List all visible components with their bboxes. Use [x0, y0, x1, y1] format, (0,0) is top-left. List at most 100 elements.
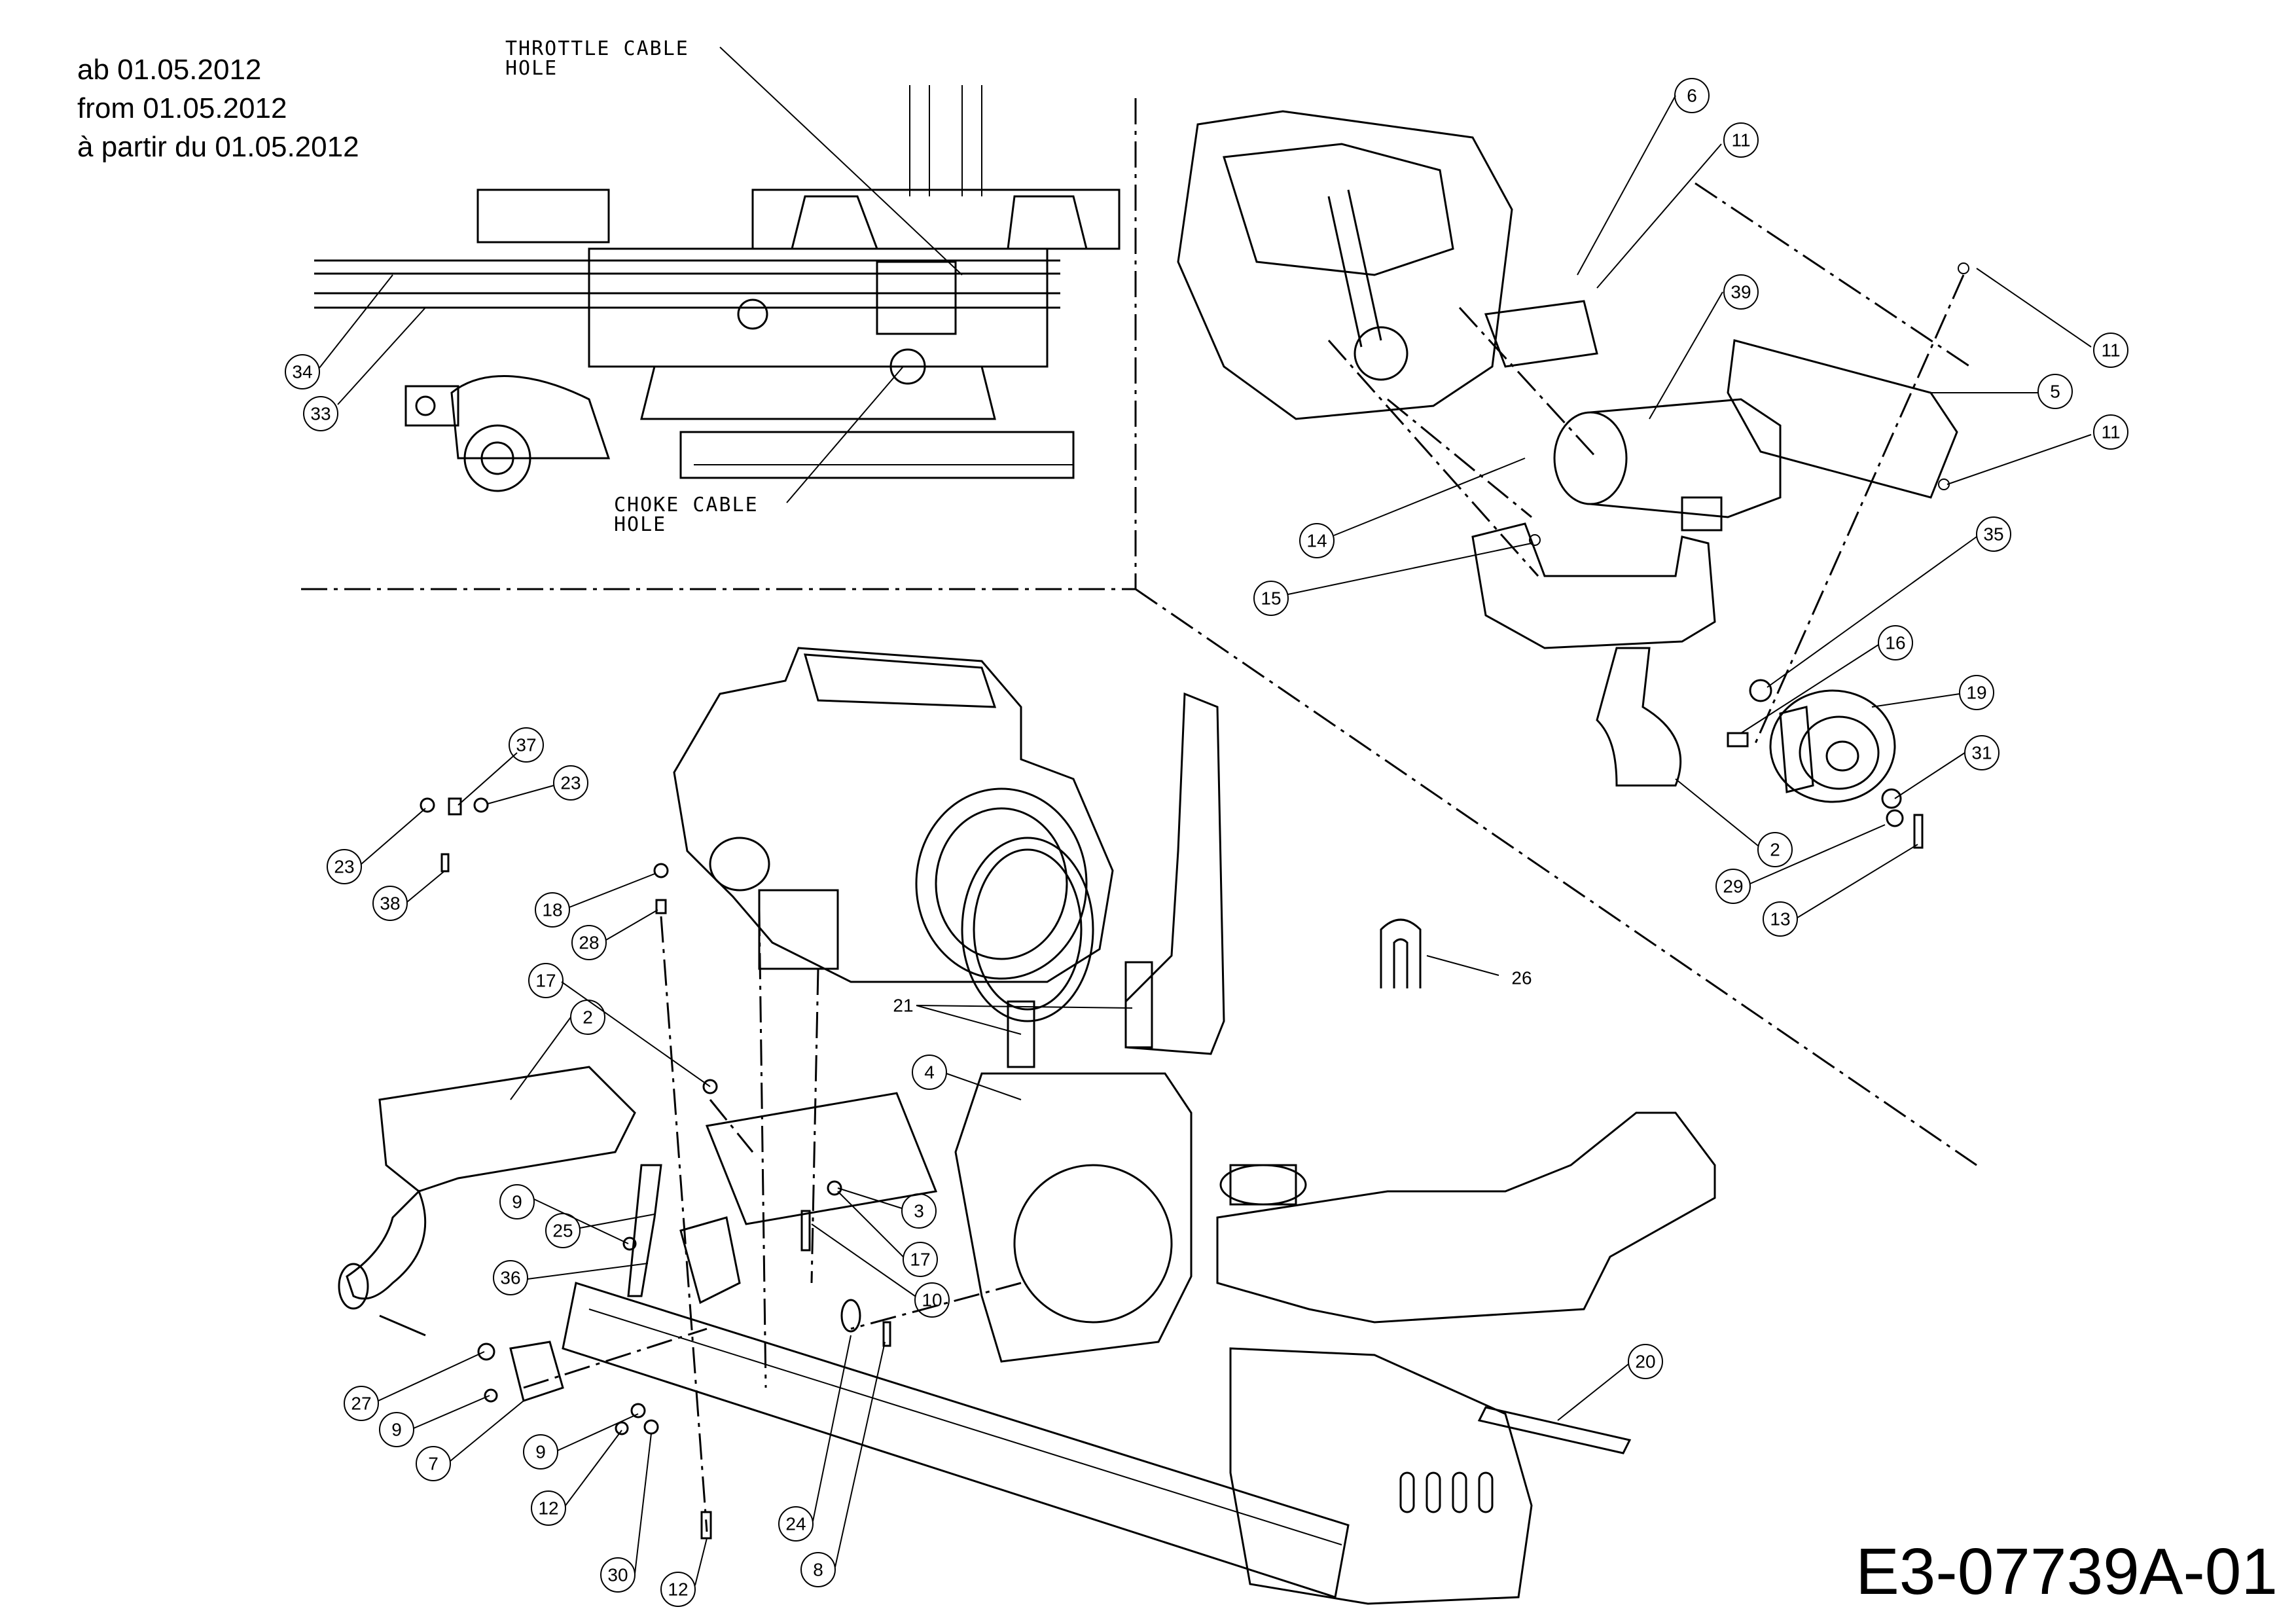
- callout-6-label: 6: [1687, 86, 1697, 106]
- callout-9c: [523, 1434, 558, 1470]
- section-dividers: [301, 98, 1977, 1166]
- callout-11c-label: 11: [2101, 422, 2120, 442]
- callout-39-label: 39: [1731, 282, 1751, 302]
- callout-36: [493, 1260, 528, 1295]
- callout-27-label: 27: [351, 1394, 371, 1414]
- exhaust-pipe-left: [338, 1066, 636, 1337]
- callout-11a-label: 11: [1731, 130, 1750, 151]
- callout-5-label: 5: [2050, 382, 2060, 402]
- engine-plate: [705, 1092, 938, 1225]
- exhaust-pipe-right: [1596, 647, 1682, 787]
- callout-25: [545, 1213, 581, 1248]
- drawing-code: E3-07739A-01: [1856, 1535, 2278, 1608]
- callout-11a: [1723, 122, 1759, 158]
- clip-part-26: [1380, 918, 1422, 988]
- callout-13-label: 13: [1770, 909, 1790, 929]
- callout-23a: [553, 765, 588, 801]
- callout-13: [1763, 901, 1798, 937]
- label-21: 21: [893, 996, 913, 1016]
- callout-35: [1976, 516, 2011, 552]
- callout-24-label: 24: [785, 1514, 806, 1534]
- callout-14-label: 14: [1306, 531, 1327, 551]
- callout-23b-label: 23: [334, 857, 354, 877]
- callout-14: [1299, 523, 1335, 558]
- valid-from-de: ab 01.05.2012: [77, 54, 262, 86]
- callout-2a-label: 2: [1770, 840, 1780, 860]
- assembly-lines-main: [523, 909, 1022, 1532]
- side-frame-plate: [1229, 1347, 1533, 1605]
- callout-19-label: 19: [1966, 683, 1986, 703]
- callout-39: [1723, 274, 1759, 310]
- fuel-tank-strap: [1477, 1406, 1632, 1454]
- callout-5: [2037, 374, 2073, 409]
- muffler: [1553, 398, 1782, 532]
- callout-3-label: 3: [914, 1201, 924, 1221]
- engine-mount-bracket: [1007, 692, 1225, 1068]
- callout-18-label: 18: [542, 900, 562, 920]
- guard-plate: [1484, 300, 1598, 368]
- callout-11c: [2093, 414, 2128, 450]
- callout-38-label: 38: [380, 893, 400, 914]
- callout-7: [416, 1446, 451, 1481]
- callout-29: [1715, 869, 1751, 904]
- frame-rail: [562, 1282, 1350, 1598]
- callout-34: [285, 354, 320, 389]
- choke-cable-hole-note: CHOKE CABLE HOLE: [614, 494, 759, 536]
- shroud-panel: [954, 1072, 1193, 1363]
- callout-8-label: 8: [813, 1560, 823, 1580]
- valid-from-fr: à partir du 01.05.2012: [77, 131, 359, 163]
- callout-9b-label: 9: [391, 1420, 402, 1440]
- callout-11b-label: 11: [2101, 340, 2120, 361]
- callout-6: [1674, 78, 1710, 113]
- callout-9a: [499, 1184, 535, 1219]
- callout-19: [1959, 675, 1994, 710]
- callout-12b-label: 12: [668, 1579, 688, 1600]
- callout-12a: [531, 1490, 566, 1526]
- callout-10: [914, 1282, 950, 1318]
- callout-16-label: 16: [1885, 633, 1905, 653]
- callout-17b-label: 17: [910, 1250, 930, 1270]
- engine-main: [673, 647, 1114, 983]
- callout-7-label: 7: [428, 1454, 439, 1474]
- callout-12a-label: 12: [538, 1498, 558, 1519]
- electric-clutch: [1769, 689, 1896, 803]
- callout-29-label: 29: [1723, 876, 1743, 897]
- belt-ring: [961, 837, 1094, 1022]
- callout-4: [912, 1055, 947, 1090]
- muffler-hardware: [1529, 262, 1969, 849]
- throttle-cable-hole-note: THROTTLE CABLE HOLE: [505, 37, 689, 80]
- callout-36-label: 36: [500, 1268, 520, 1288]
- callout-9b: [379, 1412, 414, 1447]
- callout-18: [535, 892, 570, 928]
- callout-3: [901, 1193, 937, 1229]
- valid-from-en: from 01.05.2012: [77, 92, 287, 124]
- callout-2a: [1757, 832, 1793, 867]
- callout-16: [1878, 625, 1913, 660]
- callout-31: [1964, 735, 2000, 770]
- callout-11b: [2093, 333, 2128, 368]
- callout-20-label: 20: [1635, 1352, 1655, 1372]
- callout-17b: [903, 1242, 938, 1277]
- callout-10-label: 10: [922, 1290, 942, 1310]
- callout-30-label: 30: [607, 1565, 628, 1585]
- assembly-lines-top: [1327, 182, 1971, 747]
- label-26: 26: [1511, 968, 1532, 988]
- small-brackets: [509, 1164, 861, 1402]
- callout-15-label: 15: [1261, 588, 1281, 609]
- callouts: 34 33 6 11 39 11 5 11 14 15 35 16: [285, 46, 2128, 1607]
- callout-38: [372, 886, 408, 921]
- engine-top-view: [1177, 110, 1513, 420]
- fuel-tank: [1216, 1111, 1716, 1324]
- callout-34-label: 34: [292, 362, 312, 382]
- muffler-bracket: [1471, 522, 1716, 649]
- callout-23b: [327, 849, 362, 884]
- callout-23a-label: 23: [560, 773, 581, 793]
- callout-12b: [660, 1572, 696, 1607]
- callout-35-label: 35: [1983, 524, 2003, 545]
- callout-20: [1628, 1344, 1663, 1379]
- callout-8: [800, 1552, 836, 1587]
- callout-9a-label: 9: [512, 1192, 522, 1212]
- callout-28: [571, 925, 607, 960]
- callout-2b-label: 2: [583, 1007, 593, 1028]
